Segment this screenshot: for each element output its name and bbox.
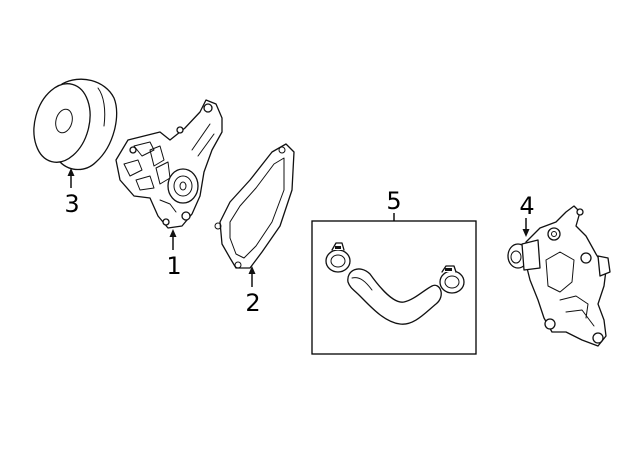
callout-5-number: 5 bbox=[386, 187, 401, 215]
gasket[interactable] bbox=[214, 143, 295, 269]
pulley[interactable] bbox=[26, 77, 118, 171]
callout-1-number: 1 bbox=[166, 252, 181, 280]
callout-2-number: 2 bbox=[245, 289, 260, 317]
electric-water-pump[interactable] bbox=[507, 205, 611, 347]
coolant-hose[interactable] bbox=[347, 268, 442, 325]
callout-1-arrowhead bbox=[169, 229, 177, 237]
callout-3-arrowhead bbox=[67, 168, 75, 176]
callout-3-number: 3 bbox=[64, 190, 79, 218]
callout-4-number: 4 bbox=[519, 192, 534, 220]
hose-clamp-left[interactable] bbox=[325, 242, 351, 273]
hose-clamp-right[interactable] bbox=[439, 265, 465, 294]
water-pump[interactable] bbox=[115, 99, 223, 229]
callout-4-arrowhead bbox=[522, 229, 530, 237]
callout-2-arrowhead bbox=[248, 266, 256, 274]
